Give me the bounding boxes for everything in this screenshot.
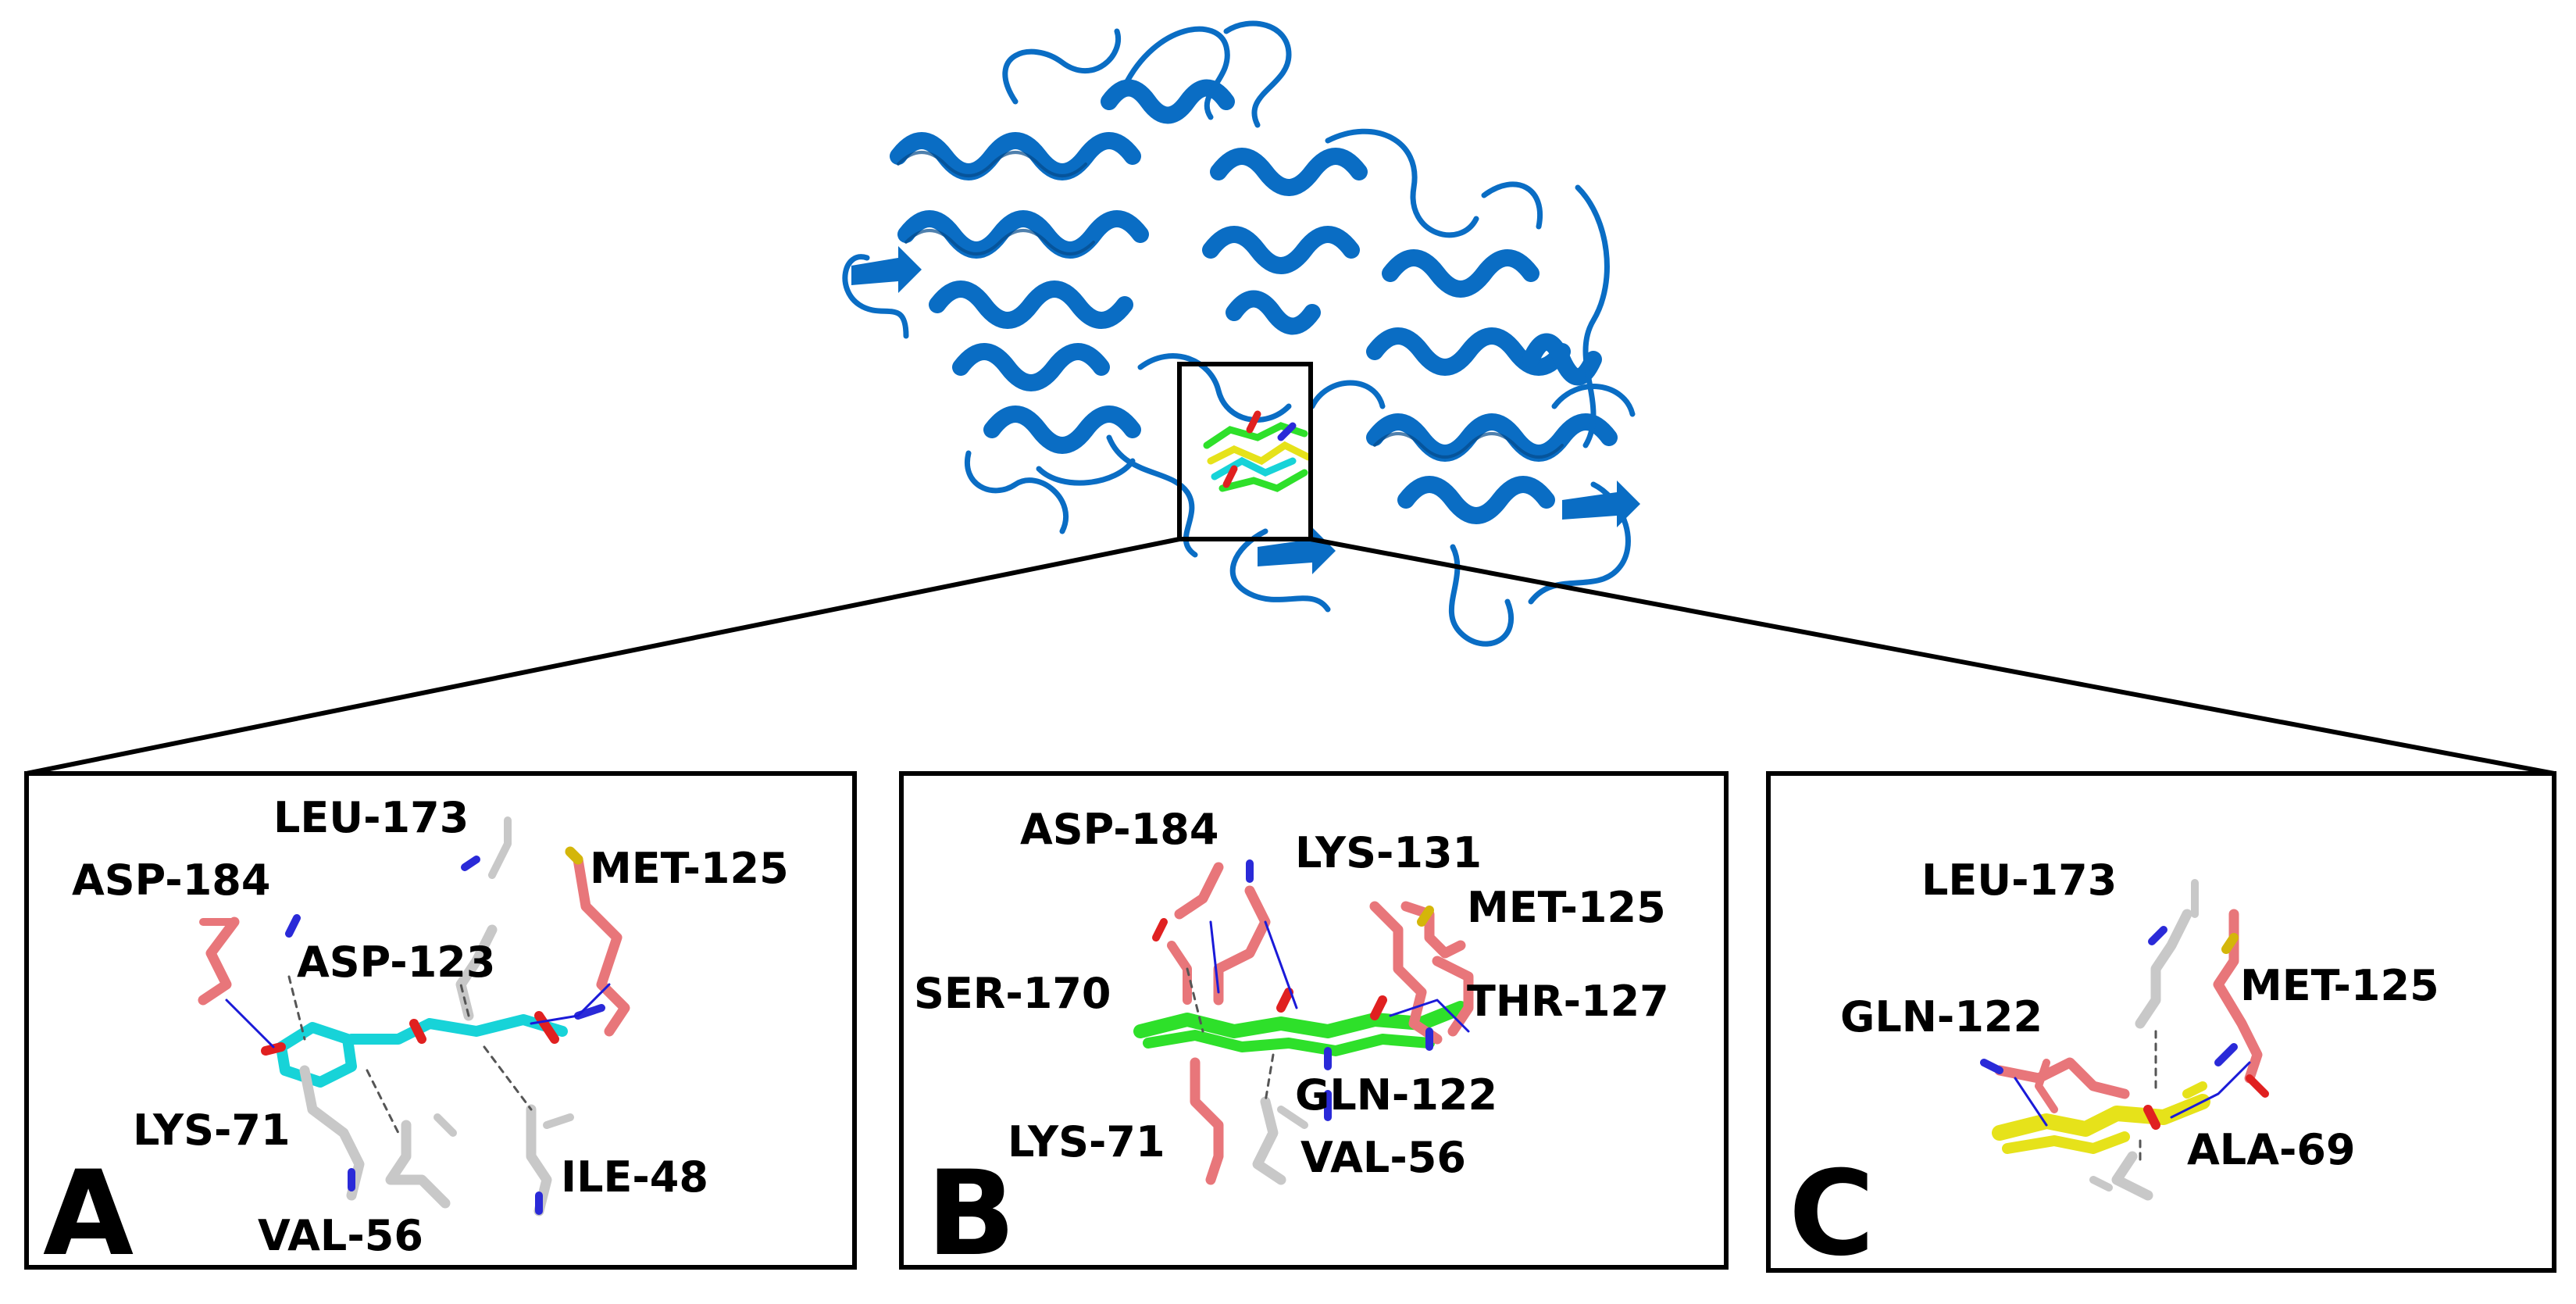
ligand-cluster-icon bbox=[1203, 410, 1312, 492]
panel-b-label-thr-127: THR-127 bbox=[1467, 977, 1669, 1026]
panel-a-label-val-56: VAL-56 bbox=[258, 1211, 423, 1260]
panel-a-letter: A bbox=[43, 1146, 134, 1282]
panel-b-label-val-56: VAL-56 bbox=[1300, 1133, 1466, 1182]
panel-b-label-asp-184: ASP-184 bbox=[1020, 805, 1218, 854]
panel-a-label-asp-184: ASP-184 bbox=[72, 856, 270, 905]
panel-c-frame bbox=[1766, 771, 2556, 1273]
panel-b-label-lys-71: LYS-71 bbox=[1008, 1117, 1165, 1166]
panel-a: LEU-173 ASP-184 MET-125 ASP-123 LYS-71 I… bbox=[24, 771, 857, 1282]
panel-a-label-met-125: MET-125 bbox=[590, 844, 789, 893]
panel-a-label-lys-71: LYS-71 bbox=[133, 1106, 291, 1155]
panel-c: LEU-173 MET-125 GLN-122 ALA-69 C bbox=[1766, 771, 2556, 1282]
protein-ribbon-icon bbox=[842, 20, 1640, 647]
panel-b-label-ser-170: SER-170 bbox=[914, 969, 1111, 1018]
panel-a-label-asp-123: ASP-123 bbox=[297, 938, 495, 987]
panel-c-label-ala-69: ALA-69 bbox=[2187, 1125, 2356, 1174]
panel-c-molecules bbox=[1980, 879, 2269, 1201]
zoom-lines bbox=[26, 537, 2555, 776]
protein-overview bbox=[842, 20, 1640, 647]
panel-b-molecules bbox=[1133, 859, 1474, 1185]
panel-b: ASP-184 LYS-131 MET-125 SER-170 THR-127 … bbox=[899, 771, 1729, 1282]
panel-b-label-gln-122: GLN-122 bbox=[1295, 1070, 1497, 1120]
panel-b-frame bbox=[899, 771, 1729, 1270]
panel-b-label-lys-131: LYS-131 bbox=[1295, 828, 1482, 877]
selection-box-icon bbox=[1177, 362, 1313, 541]
panel-c-label-gln-122: GLN-122 bbox=[1840, 992, 2043, 1041]
panel-b-letter: B bbox=[926, 1146, 1015, 1282]
panel-a-label-ile-48: ILE-48 bbox=[561, 1152, 708, 1202]
panel-b-label-met-125: MET-125 bbox=[1467, 883, 1666, 932]
panel-a-label-leu-173: LEU-173 bbox=[273, 793, 469, 842]
panel-c-letter: C bbox=[1789, 1146, 1875, 1282]
panel-c-label-met-125: MET-125 bbox=[2240, 961, 2439, 1010]
panel-a-molecules bbox=[198, 816, 630, 1216]
panel-c-label-leu-173: LEU-173 bbox=[1921, 856, 2117, 905]
